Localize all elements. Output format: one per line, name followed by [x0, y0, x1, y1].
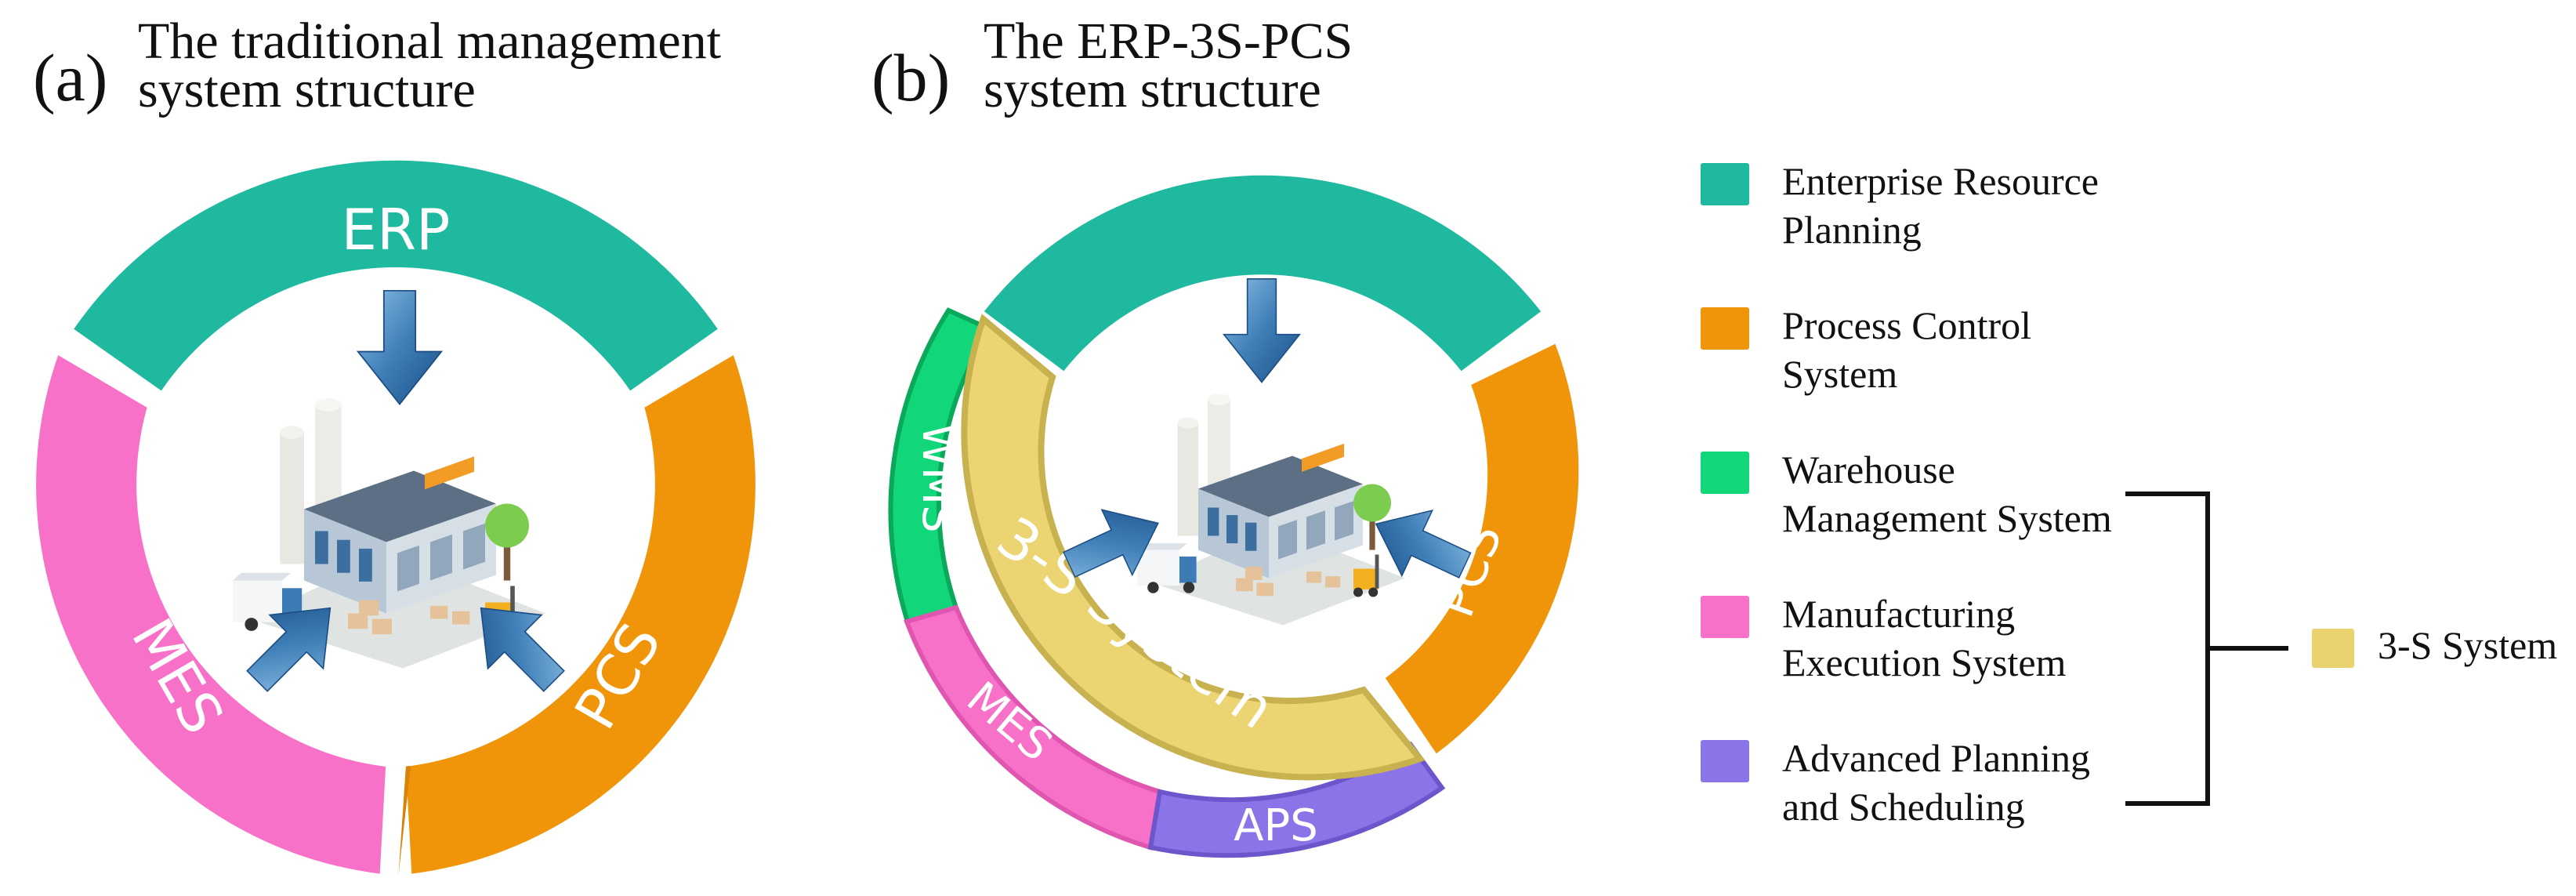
legend-label-erp: Enterprise Resource Planning [1782, 157, 2099, 254]
legend-item-erp: Enterprise Resource Planning [1701, 157, 2099, 254]
panel-a-pcs-segment [405, 355, 755, 874]
legend-label-erp-line2: Planning [1782, 208, 1922, 252]
legend-label-aps-line1: Advanced Planning [1782, 736, 2090, 780]
panel-b-wms-label: WMS [912, 423, 963, 532]
legend-label-aps: Advanced Planning and Scheduling [1782, 734, 2090, 831]
panel-b-title-line2: system structure [984, 61, 1321, 118]
panel-b-title: The ERP-3S-PCS system structure [984, 13, 1353, 118]
legend-label-pcs-line1: Process Control [1782, 303, 2032, 347]
legend-label-mes: Manufacturing Execution System [1782, 589, 2066, 687]
legend-label-wms: Warehouse Management System [1782, 445, 2112, 542]
panel-b-arrow-top-icon [1223, 278, 1301, 383]
legend-label-pcs-line2: System [1782, 352, 1898, 396]
panel-a-erp-label: ERP [342, 197, 451, 263]
legend-label-3s-system: 3-S System [2378, 623, 2558, 667]
legend-swatch-wms [1701, 452, 1749, 494]
panel-a-title-line2: system structure [138, 61, 476, 118]
panel-b-title-line1: The ERP-3S-PCS [984, 13, 1353, 70]
legend-label-pcs: Process Control System [1782, 301, 2031, 398]
legend-label-wms-line1: Warehouse [1782, 448, 1955, 492]
legend-item-3s-system: 3-S System [2312, 621, 2557, 669]
panel-b-label: (b) [871, 40, 951, 115]
panel-a-title: The traditional management system struct… [138, 13, 722, 118]
panel-a-arrow-top-icon [357, 290, 443, 405]
legend-label-mes-line2: Execution System [1782, 640, 2067, 684]
legend-item-mes: Manufacturing Execution System [1701, 589, 2066, 687]
panel-b-factory-icon [1137, 394, 1405, 626]
panel-a-mes-segment [36, 355, 386, 874]
legend-item-aps: Advanced Planning and Scheduling [1701, 734, 2090, 831]
panel-a-ring: ERP PCS MES [36, 160, 755, 876]
legend-label-wms-line2: Management System [1782, 496, 2112, 540]
legend-swatch-mes [1701, 596, 1749, 638]
legend-swatch-pcs [1701, 307, 1749, 350]
panel-b-pcs-segment [1385, 343, 1579, 754]
legend-bracket [2125, 492, 2288, 806]
legend-label-mes-line1: Manufacturing [1782, 592, 2016, 636]
panel-a-erp-segment [74, 160, 718, 391]
legend-item-pcs: Process Control System [1701, 301, 2031, 398]
legend-label-erp-line1: Enterprise Resource [1782, 159, 2100, 203]
panel-b-3s-segment [961, 314, 1426, 781]
panel-b-aps-label: APS [1234, 800, 1318, 851]
legend-swatch-erp [1701, 163, 1749, 205]
legend-label-aps-line2: and Scheduling [1782, 785, 2025, 829]
panel-b-erp-label: ERP [1814, 194, 1917, 256]
panel-b-erp-segment [984, 175, 1542, 372]
legend-swatch-3s-system [2312, 629, 2354, 668]
panel-a-label: (a) [33, 40, 108, 115]
panel-b-ring: ERP PCS WMS MES APS 3-S System [888, 175, 1918, 858]
panel-a-title-line1: The traditional management [138, 13, 722, 70]
legend-item-wms: Warehouse Management System [1701, 445, 2112, 542]
legend-swatch-aps [1701, 740, 1749, 782]
